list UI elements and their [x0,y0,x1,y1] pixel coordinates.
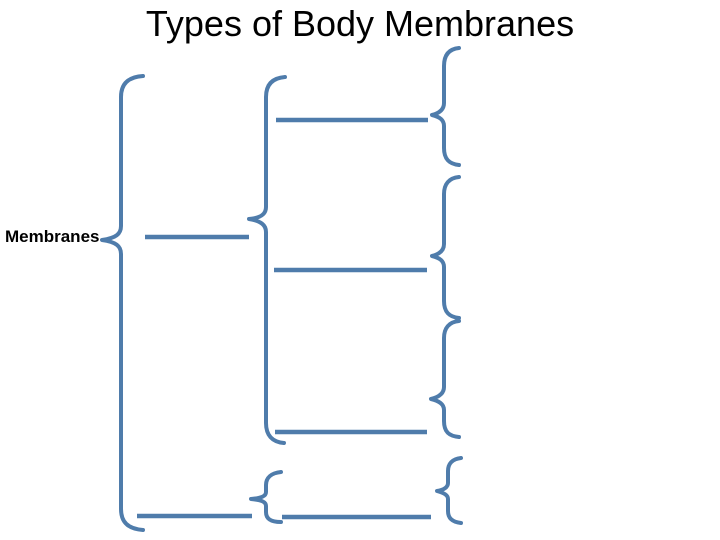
root-label-membranes: Membranes [5,227,100,246]
slide-title: Types of Body Membranes [145,3,575,44]
membranes-group-brace [100,74,145,532]
item-brace-2 [430,175,461,320]
item-brace-4 [435,456,463,525]
item-brace-3 [429,319,461,439]
subgroup-brace [247,75,287,445]
item-brace-1 [430,46,461,167]
bottom-subgroup-brace [249,470,283,524]
